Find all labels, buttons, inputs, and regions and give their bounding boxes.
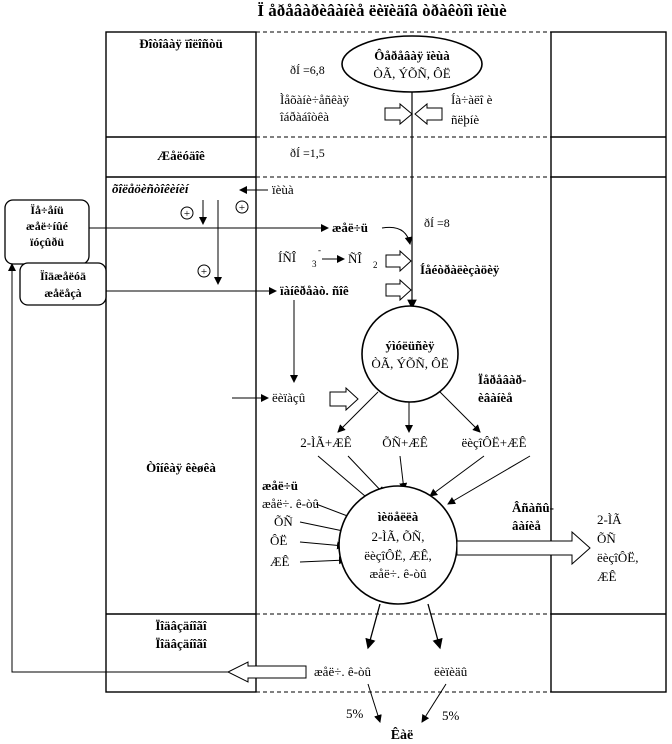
emulsion-label: ýìóëüñèÿ [385,338,435,353]
arrow [429,455,485,497]
arrow [317,455,373,503]
start-label-2: ñëþíè [451,112,479,127]
left-column [105,31,257,693]
micelle-components-2: ëèçîÔË, ÆÊ, [364,548,432,563]
pancreatic-juice: ïàíêðåàò. ñîê [280,283,349,298]
co2-label: ÑÎ [348,251,362,266]
pancreas-label-2: æåëåçà [44,286,81,300]
ph-oral: ðÍ =6,8 [290,63,325,77]
arrow [299,556,347,565]
arrow [367,683,382,723]
ph-small: ðÍ =8 [424,216,450,230]
absorption-arrow [456,530,591,566]
pct-right: 5% [442,708,460,723]
plus-icon [235,200,249,214]
mechanical-label-2: îáðàáîòêà [279,109,329,124]
feces-label: Êàë [391,726,414,743]
digestion-label: Ïåðåâàð- [478,372,526,387]
micelle-components-3: æåë÷. ê-òû [370,566,427,581]
section-large-intestine-2: Ïîäâçäíîãî [155,636,207,651]
micelle-circle [338,485,458,605]
pancreas-box [19,262,107,306]
section-large-intestine: Ïîäâçäíîãî [155,618,207,633]
plus-icon [197,264,211,278]
hollow-arrow [385,249,412,273]
arrow [427,603,443,650]
absorbed-lyso: ëèçîÔË, [597,550,639,565]
plus-icon-glyph: + [201,266,207,278]
mechanical-label: Ìåõàíè÷åñêàÿ [280,92,350,107]
pancreas-label: Ïîäæåëóä [40,269,86,283]
absorption-label-2: âàíèå [512,518,541,533]
micelle-label: ìèöåëëà [377,509,419,524]
section-small-intestine: Òîíêàÿ êèøêà [146,460,216,475]
arrow [299,541,345,550]
zhk-label: ÆÊ [270,554,290,569]
recycled-acids: æåë÷. ê-òû [314,664,371,679]
emulsion-circle [361,305,459,403]
bile-hdr: æåë÷ü [262,478,298,493]
emulsion-components: ÒÃ, ÝÕÑ, ÔË [371,356,448,371]
arrow [439,391,481,433]
lipids-label: ëèïèäû [434,664,468,679]
arrow [365,603,381,650]
co2-sub: 2 [373,260,378,270]
food-label: Ôåðåâàÿ ïèùà [374,48,450,63]
hco3-charge: - [318,245,321,255]
digestion-label-2: èâàíèå [478,390,513,405]
lipase-label: ëèïàçû [272,390,306,405]
liver-label-3: ïóçûðü [30,235,64,249]
food-ellipse [341,35,483,93]
absorbed-mg: 2-ÌÃ [597,512,622,527]
absorbed-zhk: ÆÊ [597,569,617,584]
liver-label: Ïå÷åíü [30,203,64,217]
section-oral: Ðîòîâàÿ ïîëîñòü [139,36,222,51]
liver-label-2: æåë÷íûé [26,219,69,233]
arrow [447,455,531,505]
ph-stomach: ðÍ =1,5 [290,146,325,160]
fl-label: ÔË [270,533,287,548]
hs-label: ÕÑ [274,514,293,529]
absorbed-hs: ÕÑ [597,531,616,546]
product-mg: 2-ÌÃ+ÆÊ [300,435,351,450]
neutralization-label: Íåéòðàëèçàöèÿ [420,262,500,277]
hollow-arrow [384,102,413,126]
product-lyso: ëèçîÔË+ÆÊ [461,435,526,450]
micelle-components: 2-ÌÃ, ÕÑ, [371,529,424,544]
food-label-small: ïèùà [271,182,294,197]
arrow [337,391,379,433]
plus-icon [180,206,194,220]
hollow-arrow [329,386,359,412]
hollow-arrow [385,278,412,302]
right-column [550,31,667,693]
arrow [299,521,349,535]
secretion-label: õîëåöèñòîêèíèí [112,181,190,196]
return-arrow [8,263,228,673]
absorption-label: Âñàñû- [512,500,554,515]
page-title: Ï åðåâàðèâàíèå ëèïèäîâ òðàêòîì ïèùè [257,1,507,20]
plus-icon-glyph: + [239,202,245,214]
arrow [421,683,447,723]
product-hs: ÕÑ+ÆÊ [382,435,428,450]
bile-label: æåë÷ü [332,220,368,235]
hollow-arrow [414,102,443,126]
plus-icon-glyph: + [184,208,190,220]
arrow [347,455,385,495]
hco3-sub: 3 [312,259,317,269]
hollow-arrow [226,661,307,683]
food-components: ÒÃ, ÝÕÑ, ÔË [373,66,450,81]
section-stomach: Æåëóäîê [157,148,205,163]
hco3-label: ÍÑÎ [278,250,297,265]
arrow [399,455,408,491]
start-label: Íà÷àëî è [451,92,493,107]
arrow [381,226,413,245]
pct-left: 5% [346,706,364,721]
bile-acids: æåë÷. ê-òû [262,496,319,511]
